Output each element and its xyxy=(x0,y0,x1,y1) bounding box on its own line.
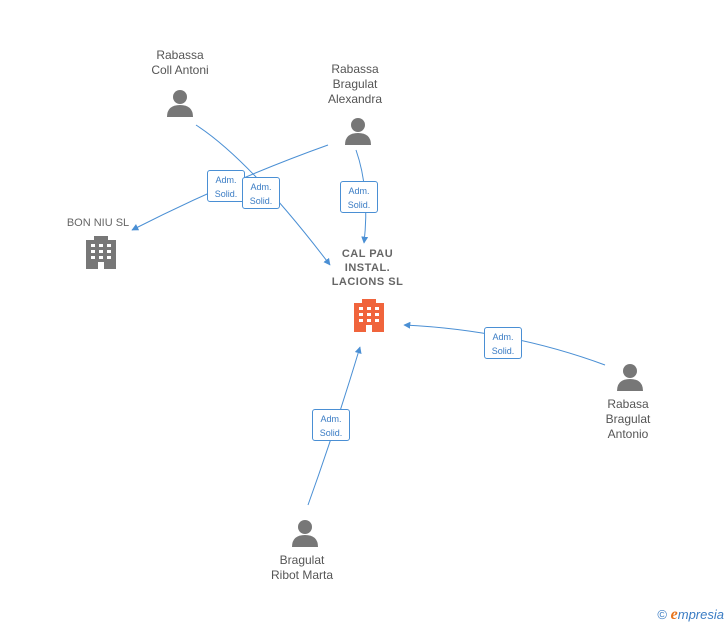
building-icon[interactable] xyxy=(86,236,116,269)
edge-label-adm-solid: Adm. Solid. xyxy=(242,177,280,209)
label-line: Antonio xyxy=(607,427,649,441)
edge-label-line: Adm. xyxy=(320,414,342,424)
person-icon[interactable] xyxy=(292,520,318,547)
node-label-bragulat-ribot-marta[interactable]: Bragulat Ribot Marta xyxy=(252,553,352,583)
empresia-logo-e: e xyxy=(670,606,678,623)
label-line: Alexandra xyxy=(327,92,383,106)
node-label-bon-niu-sl[interactable]: BON NIU SL xyxy=(48,216,148,231)
edge-label-line: Adm. xyxy=(250,182,272,192)
label-line: Coll Antoni xyxy=(151,63,209,77)
node-label-rabasa-bragulat-antonio[interactable]: Rabasa Bragulat Antonio xyxy=(578,397,678,442)
label-line: LACIONS SL xyxy=(331,276,404,288)
label-line: Bragulat xyxy=(279,553,325,567)
label-line: BON NIU SL xyxy=(66,217,130,229)
empresia-logo-text: mpresia xyxy=(677,607,724,622)
edge-label-line: Solid. xyxy=(249,196,273,206)
person-icon[interactable] xyxy=(167,90,193,117)
label-line: Rabasa xyxy=(607,397,649,411)
edge-label-line: Solid. xyxy=(491,346,515,356)
label-line: Rabassa xyxy=(156,48,204,62)
node-label-rabassa-bragulat-alexandra[interactable]: Rabassa Bragulat Alexandra xyxy=(305,62,405,107)
edge-label-line: Solid. xyxy=(214,189,238,199)
edge-label-line: Adm. xyxy=(492,332,514,342)
copyright-symbol: © xyxy=(657,607,668,622)
node-label-rabassa-coll-antoni[interactable]: Rabassa Coll Antoni xyxy=(130,48,230,78)
edge-label-adm-solid: Adm. Solid. xyxy=(340,181,378,213)
label-line: Ribot Marta xyxy=(270,568,334,582)
empresia-footer[interactable]: © empresia xyxy=(657,606,724,624)
label-line: Bragulat xyxy=(332,77,378,91)
edge-label-adm-solid: Adm. Solid. xyxy=(484,327,522,359)
node-label-cal-pau-instal-lacions-sl[interactable]: CAL PAU INSTAL. LACIONS SL xyxy=(310,247,425,289)
edge-label-line: Adm. xyxy=(348,186,370,196)
edge-label-line: Adm. xyxy=(215,175,237,185)
label-line: CAL PAU xyxy=(341,248,394,260)
building-icon[interactable] xyxy=(354,299,384,332)
person-icon[interactable] xyxy=(617,364,643,391)
edge-label-line: Solid. xyxy=(319,428,343,438)
label-line: Rabassa xyxy=(331,62,379,76)
edge-label-adm-solid: Adm. Solid. xyxy=(312,409,350,441)
label-line: Bragulat xyxy=(605,412,651,426)
label-line: INSTAL. xyxy=(344,262,391,274)
edge-label-line: Solid. xyxy=(347,200,371,210)
person-icon[interactable] xyxy=(345,118,371,145)
edge-label-adm-solid: Adm. Solid. xyxy=(207,170,245,202)
